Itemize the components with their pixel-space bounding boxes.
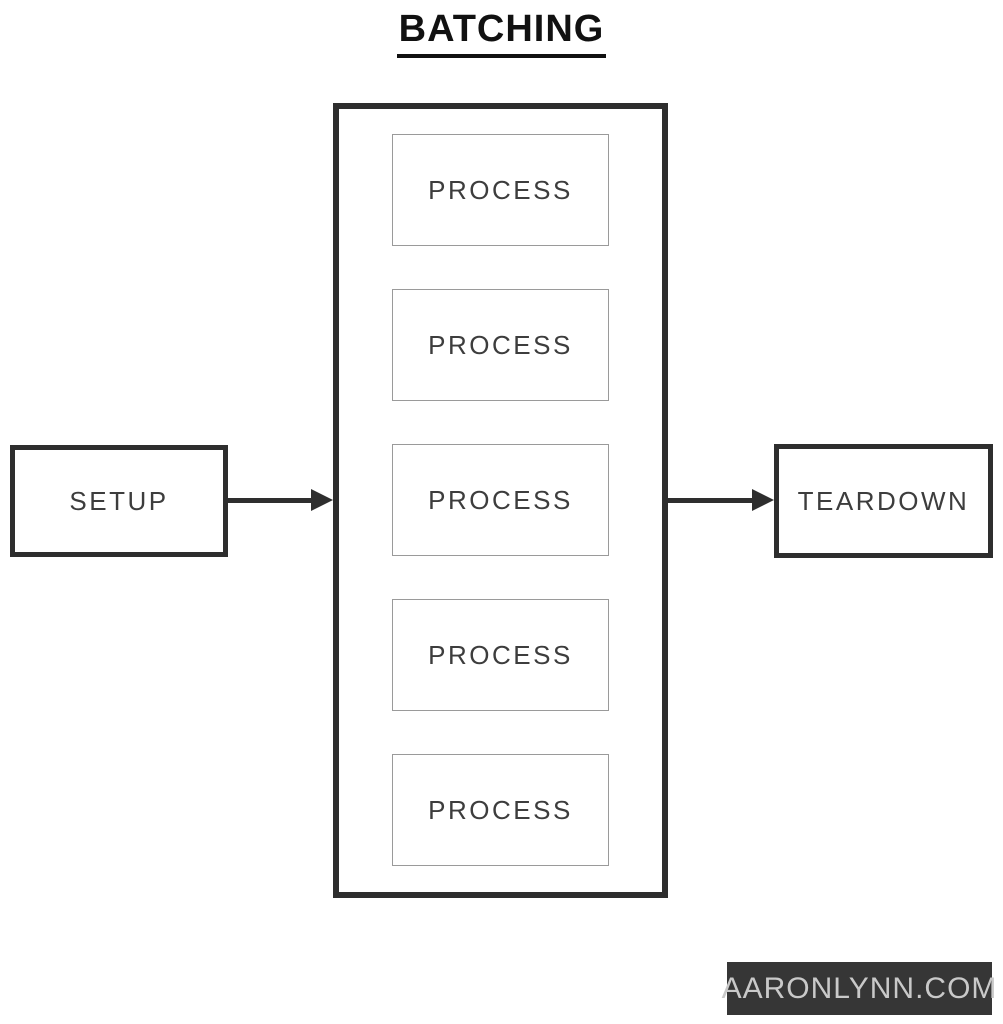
batch-container: PROCESS PROCESS PROCESS PROCESS PROCESS (333, 103, 668, 898)
teardown-label: TEARDOWN (797, 485, 970, 516)
process-label: PROCESS (428, 329, 573, 360)
batch-container-inner: PROCESS PROCESS PROCESS PROCESS PROCESS (339, 109, 662, 892)
watermark-badge: AARONLYNN.COM (722, 962, 996, 1015)
process-node: PROCESS (392, 599, 609, 711)
arrow-shaft (668, 497, 754, 503)
arrow-setup-to-batch (228, 489, 333, 511)
watermark-label: AARONLYNN.COM (721, 971, 998, 1005)
arrow-batch-to-teardown (668, 489, 774, 511)
teardown-node: TEARDOWN (774, 444, 993, 558)
process-label: PROCESS (428, 794, 573, 825)
process-label: PROCESS (428, 484, 573, 515)
arrow-shaft (228, 497, 313, 503)
process-label: PROCESS (428, 174, 573, 205)
setup-node: SETUP (10, 445, 228, 557)
process-node: PROCESS (392, 289, 609, 401)
arrow-head-icon (311, 489, 333, 511)
page-title: BATCHING (396, 8, 607, 58)
process-node: PROCESS (392, 754, 609, 866)
process-node: PROCESS (392, 444, 609, 556)
setup-label: SETUP (69, 485, 169, 516)
title-wrap: BATCHING (0, 8, 1003, 58)
arrow-head-icon (752, 489, 774, 511)
process-label: PROCESS (428, 639, 573, 670)
process-node: PROCESS (392, 134, 609, 246)
